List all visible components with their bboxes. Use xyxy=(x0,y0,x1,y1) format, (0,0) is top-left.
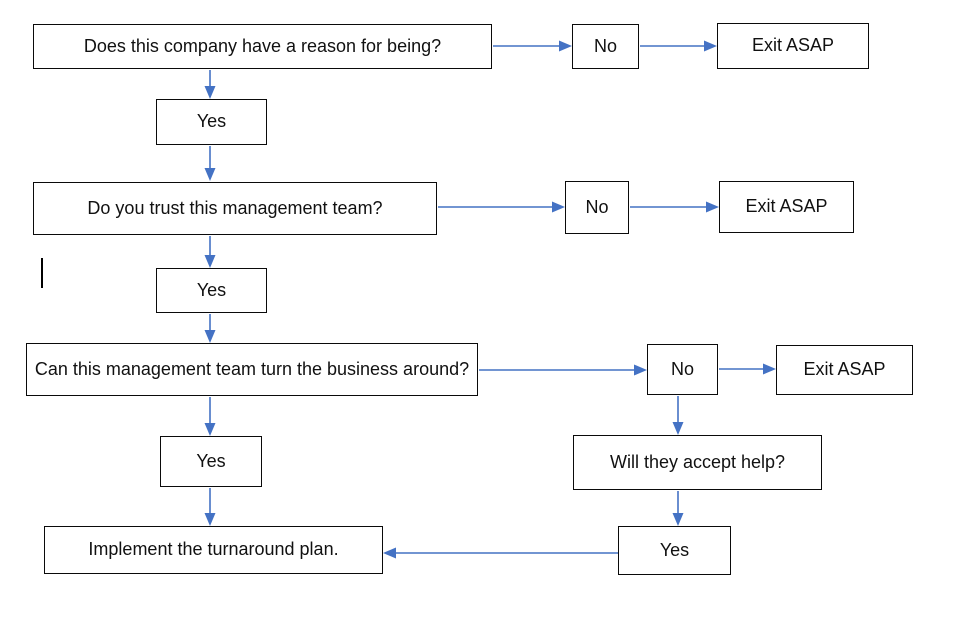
arrow-q1-to-yes1 xyxy=(204,70,216,99)
arrow-yes4-to-implement xyxy=(383,547,618,559)
node-yes-2[interactable]: Yes xyxy=(156,268,267,313)
node-yes-3[interactable]: Yes xyxy=(160,436,262,487)
node-label: Exit ASAP xyxy=(745,196,828,217)
arrow-will-to-yes4 xyxy=(672,491,684,526)
node-label: Does this company have a reason for bein… xyxy=(83,35,442,56)
node-no-1[interactable]: No xyxy=(572,24,639,69)
node-label: Exit ASAP xyxy=(803,359,886,380)
arrow-no2-to-exit2 xyxy=(630,201,719,213)
node-question-turn-business-around[interactable]: Can this management team turn the busine… xyxy=(26,343,478,396)
node-no-3[interactable]: No xyxy=(647,344,718,395)
node-exit-asap-2[interactable]: Exit ASAP xyxy=(719,181,854,233)
node-label: Exit ASAP xyxy=(751,35,835,56)
node-label: Yes xyxy=(196,111,227,132)
arrow-q2-to-yes2 xyxy=(204,236,216,268)
node-label: Yes xyxy=(196,450,226,471)
node-label: Yes xyxy=(659,539,690,560)
node-question-accept-help[interactable]: Will they accept help? xyxy=(573,435,822,490)
node-question-trust-management[interactable]: Do you trust this management team? xyxy=(33,182,437,235)
node-label: Yes xyxy=(196,279,227,300)
node-label: Will they accept help? xyxy=(609,451,786,472)
node-label: No xyxy=(585,196,609,217)
arrow-q2-to-no2 xyxy=(438,201,565,213)
arrow-q3-to-no3 xyxy=(479,364,647,376)
node-no-2[interactable]: No xyxy=(565,181,629,234)
text-caret xyxy=(41,258,43,288)
arrow-yes3-to-implement xyxy=(204,488,216,526)
node-label: No xyxy=(593,35,617,56)
arrow-no1-to-exit1 xyxy=(640,40,717,52)
node-label: Do you trust this management team? xyxy=(87,197,383,218)
node-exit-asap-1[interactable]: Exit ASAP xyxy=(717,23,869,69)
node-label: Can this management team turn the busine… xyxy=(34,358,470,379)
node-exit-asap-3[interactable]: Exit ASAP xyxy=(776,345,913,395)
arrow-q3-to-yes3 xyxy=(204,397,216,436)
node-label: Implement the turnaround plan. xyxy=(88,539,339,560)
node-implement-turnaround-plan[interactable]: Implement the turnaround plan. xyxy=(44,526,383,574)
node-label: No xyxy=(670,358,694,379)
node-yes-4[interactable]: Yes xyxy=(618,526,731,575)
node-yes-1[interactable]: Yes xyxy=(156,99,267,145)
arrow-yes1-to-q2 xyxy=(204,146,216,181)
arrow-q1-to-no1 xyxy=(493,40,572,52)
arrow-no3-to-exit3 xyxy=(719,363,776,375)
node-question-reason-for-being[interactable]: Does this company have a reason for bein… xyxy=(33,24,492,69)
arrow-yes2-to-q3 xyxy=(204,314,216,343)
arrow-no3-to-will xyxy=(672,396,684,435)
